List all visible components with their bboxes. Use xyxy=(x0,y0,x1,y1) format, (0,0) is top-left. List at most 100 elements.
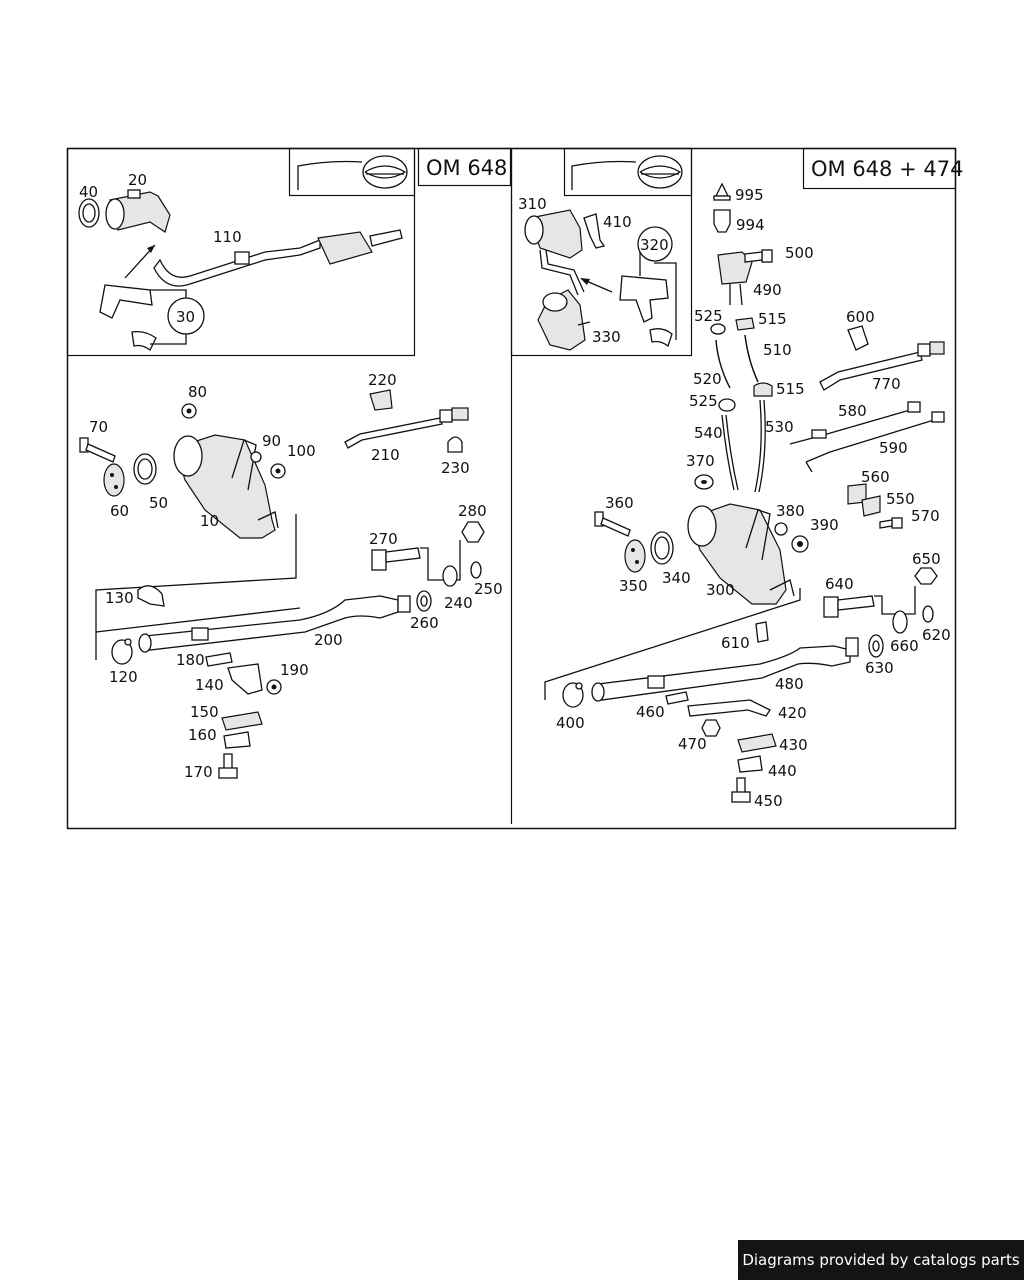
label-130: 130 xyxy=(105,589,134,607)
label-660: 660 xyxy=(890,637,919,655)
label-170: 170 xyxy=(184,763,213,781)
label-530: 530 xyxy=(765,418,794,436)
label-600: 600 xyxy=(846,308,875,326)
label-240: 240 xyxy=(444,594,473,612)
label-540: 540 xyxy=(694,424,723,442)
part-500-bolt xyxy=(744,249,773,263)
credit-banner: Diagrams provided by catalogs parts xyxy=(738,1240,1024,1280)
left-panel-title: OM 648 xyxy=(426,156,507,180)
label-525-top: 525 xyxy=(694,307,723,325)
part-120-clamp xyxy=(111,638,133,665)
part-30-drawing: 30 xyxy=(99,284,205,351)
part-620-ring xyxy=(922,605,934,623)
part-515-cap xyxy=(735,317,773,397)
label-430: 430 xyxy=(779,736,808,754)
label-440: 440 xyxy=(768,762,797,780)
part-310-drawing xyxy=(524,209,585,296)
label-480: 480 xyxy=(775,675,804,693)
part-600-clip xyxy=(847,325,869,351)
part-994-adapter xyxy=(713,209,731,233)
part-140-bracket xyxy=(227,663,263,695)
label-380: 380 xyxy=(776,502,805,520)
part-995-cap xyxy=(713,182,731,201)
part-530-pipe xyxy=(754,399,766,493)
label-280: 280 xyxy=(458,502,487,520)
part-330-drawing xyxy=(537,289,591,351)
label-370: 370 xyxy=(686,452,715,470)
left-callout-number: 30 xyxy=(176,308,195,326)
label-10: 10 xyxy=(200,512,219,530)
part-770-sensor xyxy=(819,341,945,391)
label-650: 650 xyxy=(912,550,941,568)
part-490-sensor xyxy=(717,251,753,306)
part-240-gasket xyxy=(442,565,458,587)
label-250: 250 xyxy=(474,580,503,598)
label-230: 230 xyxy=(441,459,470,477)
label-310: 310 xyxy=(518,195,547,213)
part-520-hose xyxy=(715,339,731,389)
part-460-clip xyxy=(665,691,689,705)
label-100: 100 xyxy=(287,442,316,460)
part-20-drawing xyxy=(78,189,171,233)
label-460: 460 xyxy=(636,703,665,721)
label-510: 510 xyxy=(763,341,792,359)
part-570-bolt xyxy=(879,517,903,529)
label-190: 190 xyxy=(280,661,309,679)
label-590: 590 xyxy=(879,439,908,457)
label-110: 110 xyxy=(213,228,242,246)
label-340: 340 xyxy=(662,569,691,587)
part-510-hose xyxy=(744,334,759,383)
part-360-bolt xyxy=(594,511,631,537)
part-400-clamp xyxy=(562,682,584,708)
part-60-clamp xyxy=(103,463,125,497)
part-430-mount xyxy=(737,733,777,753)
part-610-plug xyxy=(755,621,769,643)
part-200-pipe xyxy=(95,595,411,653)
part-450-bolt xyxy=(731,777,751,803)
part-660-gasket xyxy=(892,610,908,634)
part-160-plate xyxy=(223,731,251,749)
part-50-ring xyxy=(133,453,157,485)
part-550-bracket xyxy=(861,495,881,517)
left-panel: OM 648 30 xyxy=(66,147,512,781)
label-630: 630 xyxy=(865,659,894,677)
label-994: 994 xyxy=(736,216,765,234)
part-270-bolt xyxy=(371,547,421,571)
left-title-box xyxy=(417,147,512,187)
label-550: 550 xyxy=(886,490,915,508)
vehicle-icon xyxy=(288,147,416,197)
label-400: 400 xyxy=(556,714,585,732)
right-callout-number: 320 xyxy=(640,236,669,254)
part-540-pipe xyxy=(721,414,739,491)
label-70: 70 xyxy=(89,418,108,436)
label-525-bottom: 525 xyxy=(689,392,718,410)
right-panel-title: OM 648 + 474 xyxy=(811,157,963,181)
part-80-nut xyxy=(181,403,197,419)
part-320-drawing: 320 xyxy=(619,226,677,348)
label-140: 140 xyxy=(195,676,224,694)
label-20: 20 xyxy=(128,171,147,189)
label-500: 500 xyxy=(785,244,814,262)
label-620: 620 xyxy=(922,626,951,644)
label-560: 560 xyxy=(861,468,890,486)
label-410: 410 xyxy=(603,213,632,231)
label-420: 420 xyxy=(778,704,807,722)
part-420-bracket xyxy=(687,699,771,717)
part-250-ring xyxy=(470,561,482,579)
part-130-bracket xyxy=(137,585,165,607)
part-650-nut xyxy=(914,567,938,585)
part-280-nut xyxy=(461,521,485,543)
label-390: 390 xyxy=(810,516,839,534)
label-200: 200 xyxy=(314,631,343,649)
part-170-bolt xyxy=(218,753,238,779)
part-480-pipe xyxy=(591,637,859,702)
part-10-dpf-drawing xyxy=(173,434,279,539)
part-180-clip xyxy=(205,652,233,667)
label-770: 770 xyxy=(872,375,901,393)
label-300: 300 xyxy=(706,581,735,599)
label-520: 520 xyxy=(693,370,722,388)
part-230-clip xyxy=(447,436,463,453)
right-title-box xyxy=(802,147,957,190)
part-580-sensor xyxy=(789,401,921,445)
part-640-bolt xyxy=(823,595,875,618)
